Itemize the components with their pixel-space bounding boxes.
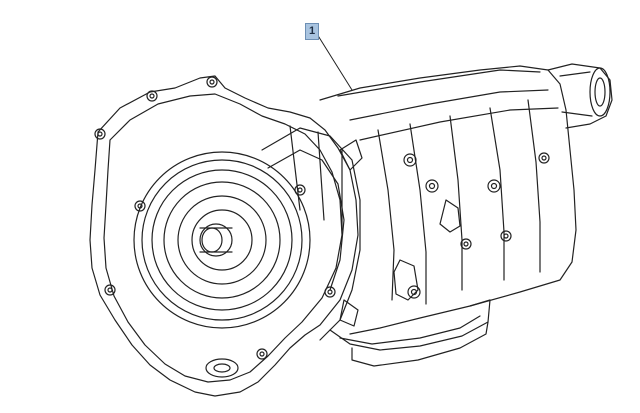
callout-leader-line — [316, 33, 353, 91]
bell-housing-outline — [89, 75, 359, 397]
bell-housing-inner-rim — [103, 93, 343, 383]
extension-housing — [547, 63, 613, 129]
drain-port — [205, 358, 239, 378]
transmission-case — [319, 65, 577, 335]
torque-converter-outer — [133, 151, 311, 329]
converter-hub — [199, 223, 233, 257]
oil-pan — [329, 299, 491, 351]
callout-label-1: 1 — [305, 23, 319, 40]
